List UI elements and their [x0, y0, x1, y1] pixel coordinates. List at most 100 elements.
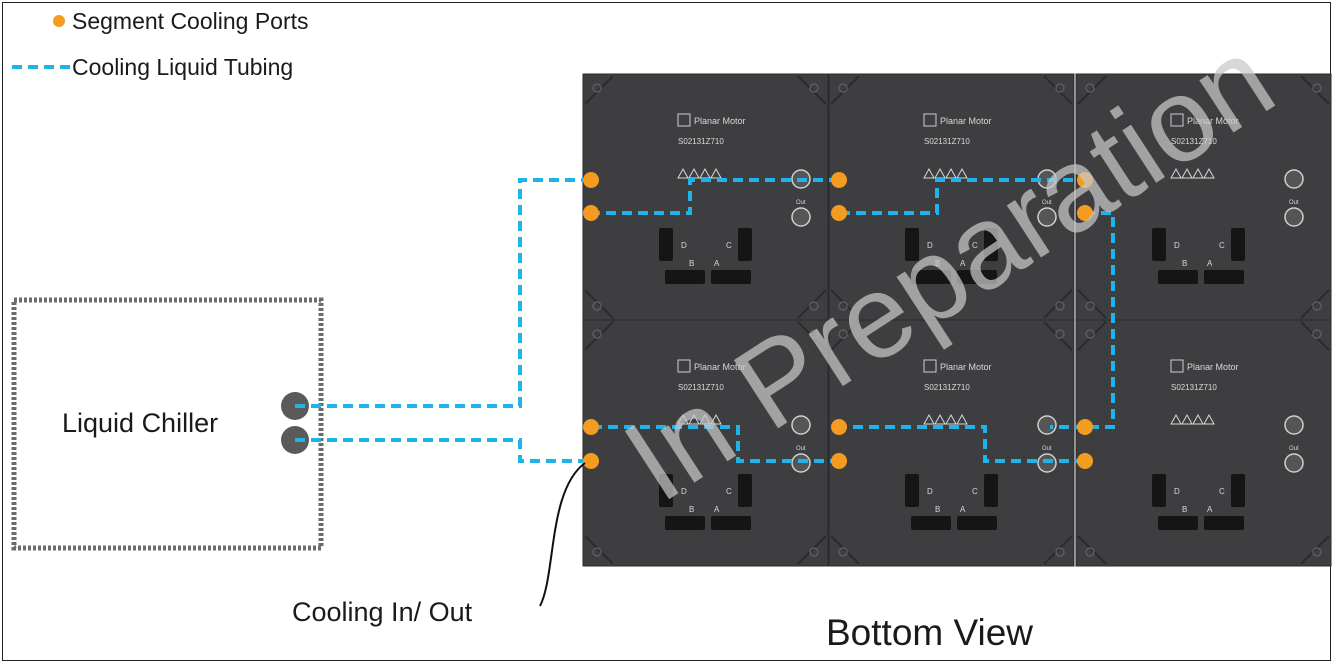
- connector-c: [738, 228, 752, 261]
- cooling-port: [1077, 172, 1093, 188]
- warning-symbol-icon: [956, 413, 968, 425]
- connector-b: [911, 516, 951, 530]
- tile-corner-screw: [838, 547, 848, 557]
- tile-corner-bracket: [1077, 321, 1107, 351]
- warning-symbol-icon: [688, 413, 700, 425]
- connector-c-label: C: [972, 487, 978, 496]
- warning-symbol-icon: [1192, 167, 1204, 179]
- liquid-chiller-box: [11, 297, 324, 551]
- connector-a-label: A: [1207, 259, 1213, 268]
- connector-c: [1231, 228, 1245, 261]
- connector-b-label: B: [689, 505, 694, 514]
- cooling-in-out-label: Cooling In/ Out: [292, 597, 473, 627]
- tile-corner-screw: [838, 301, 848, 311]
- tile-corner-bracket: [1300, 535, 1330, 565]
- brand-logo: [923, 113, 937, 127]
- tile-corner-bracket: [1043, 321, 1073, 351]
- tile-corner-screw: [592, 329, 602, 339]
- connector-a-label: A: [714, 259, 720, 268]
- connector-d-label: D: [681, 241, 687, 250]
- tile-brand-label: Planar Motor: [694, 116, 746, 126]
- tile-corner-bracket: [584, 321, 614, 351]
- tile-body: [1075, 73, 1332, 321]
- tile-serial-label: S02131Z710: [1171, 137, 1217, 146]
- tile-serial-label: S02131Z710: [924, 383, 970, 392]
- tile-corner-screw: [1085, 547, 1095, 557]
- connector-a-label: A: [960, 505, 966, 514]
- warning-symbol-icon: [710, 167, 722, 179]
- tile-body: [582, 319, 829, 567]
- tile-corner-screw: [1312, 83, 1322, 93]
- cooling-port: [583, 419, 599, 435]
- tubing-top-row-segment-1: [590, 178, 840, 215]
- connector-a-label: A: [960, 259, 966, 268]
- tile-corner-screw: [838, 329, 848, 339]
- warning-symbol-icon: [1170, 167, 1182, 179]
- out-port-label: Out: [1042, 200, 1052, 206]
- connector-c: [984, 228, 998, 261]
- tile-brand-label: Planar Motor: [940, 116, 992, 126]
- connector-a: [711, 270, 751, 284]
- tile-corner-screw: [809, 329, 819, 339]
- cooling-port: [583, 172, 599, 188]
- connector-d-label: D: [681, 487, 687, 496]
- out-port-connector: [1284, 453, 1304, 473]
- warning-symbol-icon: [677, 167, 689, 179]
- callout-leader-line: [539, 462, 586, 607]
- tubing-bottom-row-segment-2: [840, 425, 1085, 463]
- tile-corner-screw: [1085, 301, 1095, 311]
- tile-corner-screw: [1312, 301, 1322, 311]
- tile-body: [828, 319, 1075, 567]
- connector-a: [957, 516, 997, 530]
- tubing-bottom-row-segment-1: [590, 425, 840, 463]
- connector-d: [659, 474, 673, 507]
- tile-corner-screw: [1055, 547, 1065, 557]
- connector-d: [1152, 228, 1166, 261]
- tile-corner-bracket: [797, 535, 827, 565]
- tubing-top-row-segment-2: [840, 178, 1085, 215]
- connector-b: [1158, 270, 1198, 284]
- tile-corner-screw: [1312, 547, 1322, 557]
- tile-brand-label: Planar Motor: [694, 362, 746, 372]
- out-port-label: Out: [796, 200, 806, 206]
- warning-symbol-icon: [699, 413, 711, 425]
- cooling-port: [1077, 453, 1093, 469]
- cooling-port: [583, 205, 599, 221]
- tile-corner-screw: [1085, 83, 1095, 93]
- warning-symbol-icon: [1192, 413, 1204, 425]
- out-port-label: Out: [1289, 200, 1299, 206]
- cooling-port: [583, 453, 599, 469]
- tile-corner-bracket: [1043, 535, 1073, 565]
- connector-c-label: C: [972, 241, 978, 250]
- tile-corner-bracket: [797, 289, 827, 319]
- bottom-view-label: Bottom View: [826, 612, 1033, 653]
- connector-c-label: C: [726, 241, 732, 250]
- tile-corner-bracket: [797, 75, 827, 105]
- tubing-chiller-to-top-inlet: [295, 178, 590, 408]
- connector-a-label: A: [714, 505, 720, 514]
- warning-symbol-icon: [945, 413, 957, 425]
- connector-b-label: B: [1182, 505, 1187, 514]
- tile-corner-bracket: [797, 321, 827, 351]
- tile-corner-screw: [1312, 329, 1322, 339]
- tile-corner-bracket: [1300, 289, 1330, 319]
- tile-brand-label: Planar Motor: [1187, 116, 1239, 126]
- connector-d: [905, 228, 919, 261]
- connector-b: [665, 270, 705, 284]
- connector-b: [1158, 516, 1198, 530]
- warning-symbol-icon: [1203, 167, 1215, 179]
- tile-corner-bracket: [1043, 289, 1073, 319]
- connector-b-label: B: [689, 259, 694, 268]
- connector-d: [1152, 474, 1166, 507]
- connector-c: [738, 474, 752, 507]
- tile-body: [828, 73, 1075, 321]
- tile-serial-label: S02131Z710: [678, 383, 724, 392]
- in-port-connector: [1284, 169, 1304, 189]
- warning-symbol-icon: [677, 413, 689, 425]
- tile-corner-bracket: [1077, 75, 1107, 105]
- tile-corner-screw: [1055, 83, 1065, 93]
